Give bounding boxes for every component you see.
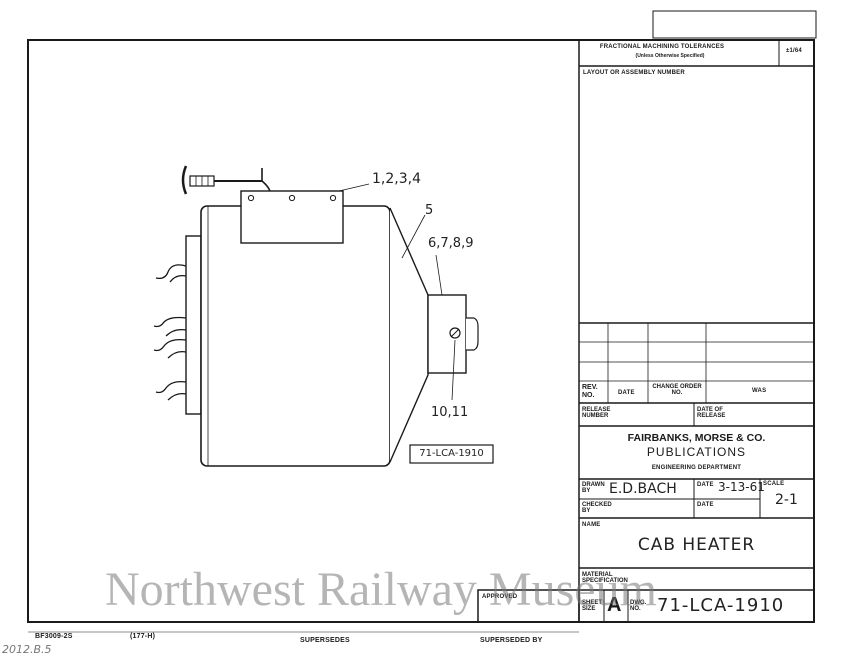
dwg-no-label: DWG. NO.: [630, 600, 647, 612]
callout-items-1-4: 1,2,3,4: [372, 171, 421, 187]
department-label: ENGINEERING DEPARTMENT: [651, 465, 742, 471]
date-of-release-label: DATE OF RELEASE: [697, 407, 726, 419]
tolerances-subtitle: (Unless Otherwise Specified): [635, 53, 705, 59]
company-name: FAIRBANKS, MORSE & CO.: [627, 432, 766, 444]
rev-no-label: REV. NO.: [582, 384, 598, 399]
cone-section: [389, 207, 429, 463]
form-number: BF3009-2S: [35, 633, 73, 640]
scale-label: SCALE: [763, 481, 785, 487]
release-number-label: RELEASE NUMBER: [582, 407, 611, 419]
name-label: NAME: [582, 522, 601, 528]
checked-by-label: CHECKED BY: [582, 502, 612, 514]
was-label: WAS: [752, 388, 767, 394]
callout-items-10-11: 10,11: [431, 405, 469, 420]
tolerance-value: ±1/64: [786, 48, 802, 54]
sheet-size-label: SHEET SIZE: [582, 600, 603, 612]
form-code: (177-H): [130, 633, 156, 640]
material-spec-label: MATERIAL SPECIFICATION: [582, 572, 628, 584]
callout-items-6-9: 6,7,8,9: [428, 236, 474, 251]
heater-body: [200, 205, 391, 467]
museum-watermark: Northwest Railway Museum: [105, 563, 657, 616]
drawing-name: CAB HEATER: [637, 535, 756, 555]
supersedes-label: SUPERSEDES: [300, 637, 350, 644]
margin-note: 2012.B.5: [2, 643, 52, 656]
rev-date-label: DATE: [618, 390, 635, 396]
layout-number-label: LAYOUT OR ASSEMBLY NUMBER: [583, 70, 685, 76]
drawn-by-label: DRAWN BY: [582, 482, 605, 494]
drawn-date-label: DATE: [697, 482, 714, 488]
sheet-border: [27, 39, 815, 623]
sheet-size-value: A: [607, 594, 622, 616]
publications-label: PUBLICATIONS: [646, 445, 747, 459]
drawn-by-value: E.D.BACH: [609, 481, 677, 497]
approved-box: [477, 589, 580, 623]
scale-value: 2-1: [775, 492, 798, 508]
corner-box: [652, 10, 817, 39]
checked-date-label: DATE: [697, 502, 714, 508]
flange-plate: [185, 235, 202, 415]
part-number-label: 71-LCA-1910: [419, 448, 484, 459]
part-number-frame: [409, 444, 494, 464]
approved-label: APPROVED: [482, 594, 518, 600]
change-order-label: CHANGE ORDER NO.: [652, 384, 702, 396]
callout-item-5: 5: [425, 203, 434, 218]
superseded-by-label: SUPERSEDED BY: [480, 637, 543, 644]
tolerances-title: FRACTIONAL MACHINING TOLERANCES: [599, 44, 725, 50]
dwg-no-value: 71-LCA-1910: [657, 595, 785, 616]
drawn-date-value: 3-13-61: [718, 480, 765, 494]
